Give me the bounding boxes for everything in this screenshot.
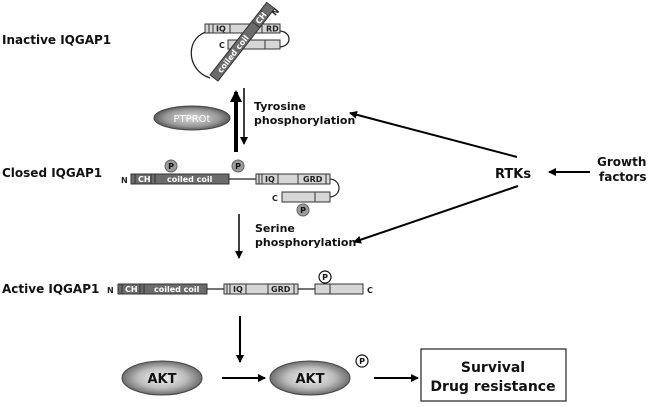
closed-iq-label: IQ xyxy=(265,175,275,184)
growth-factors-line1: Growth xyxy=(597,155,646,169)
inactive-c-label: C xyxy=(219,41,225,50)
pakt-label: AKT xyxy=(295,372,324,387)
phospho-c-label: P xyxy=(300,206,306,215)
tyrosine-label-line1: Tyrosine xyxy=(254,100,306,113)
closed-c-terminal-bar xyxy=(281,191,331,203)
active-iq-label: IQ xyxy=(233,285,243,294)
phospho-akt-label: P xyxy=(359,357,365,366)
rtks-label: RTKs xyxy=(495,167,531,182)
tyrosine-label-line2: phosphorylation xyxy=(254,114,355,127)
active-c-terminal-bar xyxy=(314,283,364,295)
akt-label: AKT xyxy=(147,372,176,387)
phospho-c-site xyxy=(296,203,310,217)
pakt-ellipse xyxy=(269,360,351,396)
inactive-grd-label: RD xyxy=(266,25,279,34)
active-ch-label: CH xyxy=(125,285,138,294)
closed-n-label: N xyxy=(121,176,128,185)
phospho-ch-label: P xyxy=(168,162,174,171)
phospho-coil-site xyxy=(231,159,245,173)
active-grd-label: GRD xyxy=(271,285,291,294)
outcome-line1: Survival xyxy=(461,360,525,376)
active-coiled-coil-label: coiled coil xyxy=(154,285,200,294)
akt-ellipse xyxy=(121,360,203,396)
active-n-label: N xyxy=(107,286,114,295)
phospho-active-site xyxy=(318,270,332,284)
rtks-to-serine-arrow xyxy=(353,185,519,244)
serine-label-line2: phosphorylation xyxy=(255,236,356,249)
phospho-ch-site xyxy=(164,159,178,173)
closed-coiled-coil-label: coiled coil xyxy=(167,175,213,184)
inactive-c-terminal-bar xyxy=(227,39,281,50)
outcome-box xyxy=(420,348,567,402)
inactive-n-label: N xyxy=(270,7,281,18)
state-label-active: Active IQGAP1 xyxy=(2,282,99,296)
outcome-line2: Drug resistance xyxy=(430,379,555,395)
state-label-inactive: Inactive IQGAP1 xyxy=(2,33,111,47)
phospho-coil-label: P xyxy=(235,162,241,171)
inactive-coiled-coil-label: coiled coil xyxy=(216,33,251,75)
closed-ch-label: CH xyxy=(138,175,151,184)
inactive-iq-label: IQ xyxy=(216,25,226,34)
inactive-iqgap1-structure: IQ RD C coiled coil CH N xyxy=(190,1,290,82)
active-c-label: C xyxy=(367,286,373,295)
phospho-active-label: P xyxy=(322,273,328,282)
state-label-closed: Closed IQGAP1 xyxy=(2,166,102,180)
closed-grd-label: GRD xyxy=(303,175,323,184)
closed-iqgap1-structure: N CH coiled coil IQ GRD C P P P xyxy=(121,159,340,217)
ptprot-label: PTPROt xyxy=(174,114,211,125)
rtks-to-tyrosine-arrow xyxy=(349,110,518,158)
serine-label-line1: Serine xyxy=(255,222,295,235)
active-iqgap1-structure: N CH coiled coil IQ GRD C P xyxy=(107,270,373,295)
growth-factors-line2: factors xyxy=(599,170,646,184)
ptprot-ellipse xyxy=(153,105,231,131)
phospho-akt-site xyxy=(355,354,369,368)
closed-c-label: C xyxy=(272,194,278,203)
